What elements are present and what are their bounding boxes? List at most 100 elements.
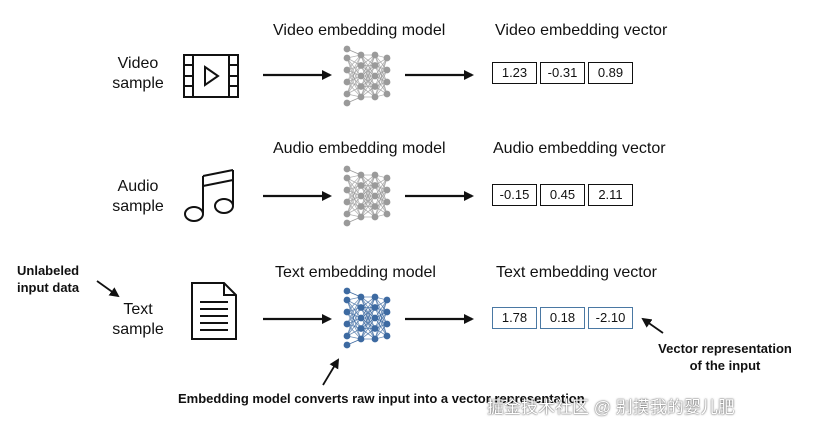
- nn-edge: [360, 185, 376, 218]
- nn-edge: [374, 307, 388, 325]
- nn-edge: [346, 177, 362, 197]
- nn-edge: [360, 174, 376, 197]
- annotation-line: Vector representation: [658, 341, 792, 356]
- nn-edge: [360, 296, 376, 319]
- nn-edge: [374, 174, 388, 215]
- nn-node: [357, 192, 365, 200]
- nn-edge: [360, 54, 376, 87]
- nn-node: [343, 90, 351, 98]
- nn-node: [343, 308, 351, 316]
- nn-edge: [346, 57, 362, 98]
- nn-edge: [346, 195, 362, 215]
- nn-edge: [360, 307, 376, 340]
- text-vector-label: Text embedding vector: [496, 264, 657, 281]
- nn-node: [357, 213, 365, 221]
- nn-edge: [360, 296, 376, 329]
- document-icon: [191, 282, 237, 340]
- nn-node: [343, 341, 351, 349]
- unlabeled-input-annotation: Unlabeled input data: [17, 262, 79, 296]
- nn-edge: [346, 185, 362, 215]
- nn-edge: [346, 54, 362, 95]
- nn-edge: [346, 69, 362, 98]
- nn-node: [343, 78, 351, 86]
- nn-edge: [346, 54, 362, 83]
- video-model-label: Video embedding model: [273, 22, 446, 39]
- nn-edge: [346, 299, 362, 329]
- nn-node: [371, 83, 379, 90]
- nn-edge: [346, 174, 362, 191]
- nn-edge: [346, 317, 362, 337]
- nn-node: [371, 293, 379, 301]
- nn-node: [343, 54, 351, 62]
- nn-edge: [346, 189, 362, 218]
- nn-node: [383, 320, 391, 328]
- nn-edge: [346, 177, 362, 218]
- nn-node: [357, 335, 365, 343]
- nn-edge: [374, 65, 388, 95]
- nn-edge: [374, 54, 388, 83]
- nn-edge: [360, 296, 376, 340]
- nn-node: [371, 192, 379, 200]
- neural-network-icon-text: [343, 287, 391, 349]
- nn-node: [343, 186, 351, 194]
- nn-edge: [374, 299, 388, 340]
- nn-edge: [346, 177, 362, 207]
- sample-label-line: Audio: [117, 178, 159, 195]
- nn-edge: [360, 174, 376, 207]
- nn-node: [343, 219, 351, 227]
- nn-edge: [374, 299, 388, 319]
- nn-node: [371, 314, 379, 322]
- nn-node: [357, 314, 365, 322]
- nn-edge: [346, 311, 362, 340]
- sample-label-line: sample: [112, 321, 164, 338]
- nn-edge: [374, 65, 388, 83]
- nn-node: [357, 62, 365, 69]
- nn-edge: [346, 174, 362, 215]
- model-converts-annotation: Embedding model converts raw input into …: [178, 391, 585, 406]
- audio-sample-label: Audio sample: [100, 177, 176, 217]
- nn-node: [383, 186, 391, 194]
- arrow-vector-representation: [641, 317, 664, 334]
- nn-node: [371, 182, 379, 189]
- nn-node: [371, 62, 379, 69]
- text-sample-label: Text sample: [100, 300, 176, 340]
- nn-node: [383, 332, 391, 340]
- nn-node: [383, 66, 391, 74]
- nn-node: [357, 72, 365, 80]
- nn-edge: [374, 189, 388, 218]
- nn-edge: [374, 57, 388, 77]
- nn-edge: [360, 54, 376, 98]
- nn-node: [343, 296, 351, 304]
- nn-node: [357, 93, 365, 101]
- nn-node: [383, 308, 391, 316]
- nn-node: [343, 99, 351, 107]
- annotation-line: input data: [17, 280, 80, 295]
- nn-node: [371, 213, 379, 221]
- nn-edge: [374, 296, 388, 325]
- vector-cell: 1.23: [492, 62, 537, 84]
- nn-node: [383, 210, 391, 218]
- nn-edge: [346, 174, 362, 203]
- nn-edge: [360, 174, 376, 218]
- nn-node: [343, 198, 351, 206]
- music-note-icon: [184, 169, 234, 222]
- sample-label-line: sample: [112, 198, 164, 215]
- nn-edge: [374, 177, 388, 218]
- sample-label-line: sample: [112, 75, 164, 92]
- nn-node: [371, 304, 379, 311]
- nn-node: [357, 203, 365, 210]
- vector-cell: -2.10: [588, 307, 633, 329]
- nn-node: [357, 83, 365, 90]
- nn-node: [357, 171, 365, 179]
- nn-edge: [346, 75, 362, 95]
- arrow-unlabeled-input: [96, 280, 120, 298]
- nn-edge: [346, 69, 362, 87]
- vector-cell: 2.11: [588, 184, 633, 206]
- nn-edge: [374, 57, 388, 87]
- vector-cell: -0.15: [492, 184, 537, 206]
- nn-node: [383, 78, 391, 86]
- nn-edge: [360, 75, 376, 98]
- nn-edge: [374, 57, 388, 98]
- nn-node: [343, 45, 351, 53]
